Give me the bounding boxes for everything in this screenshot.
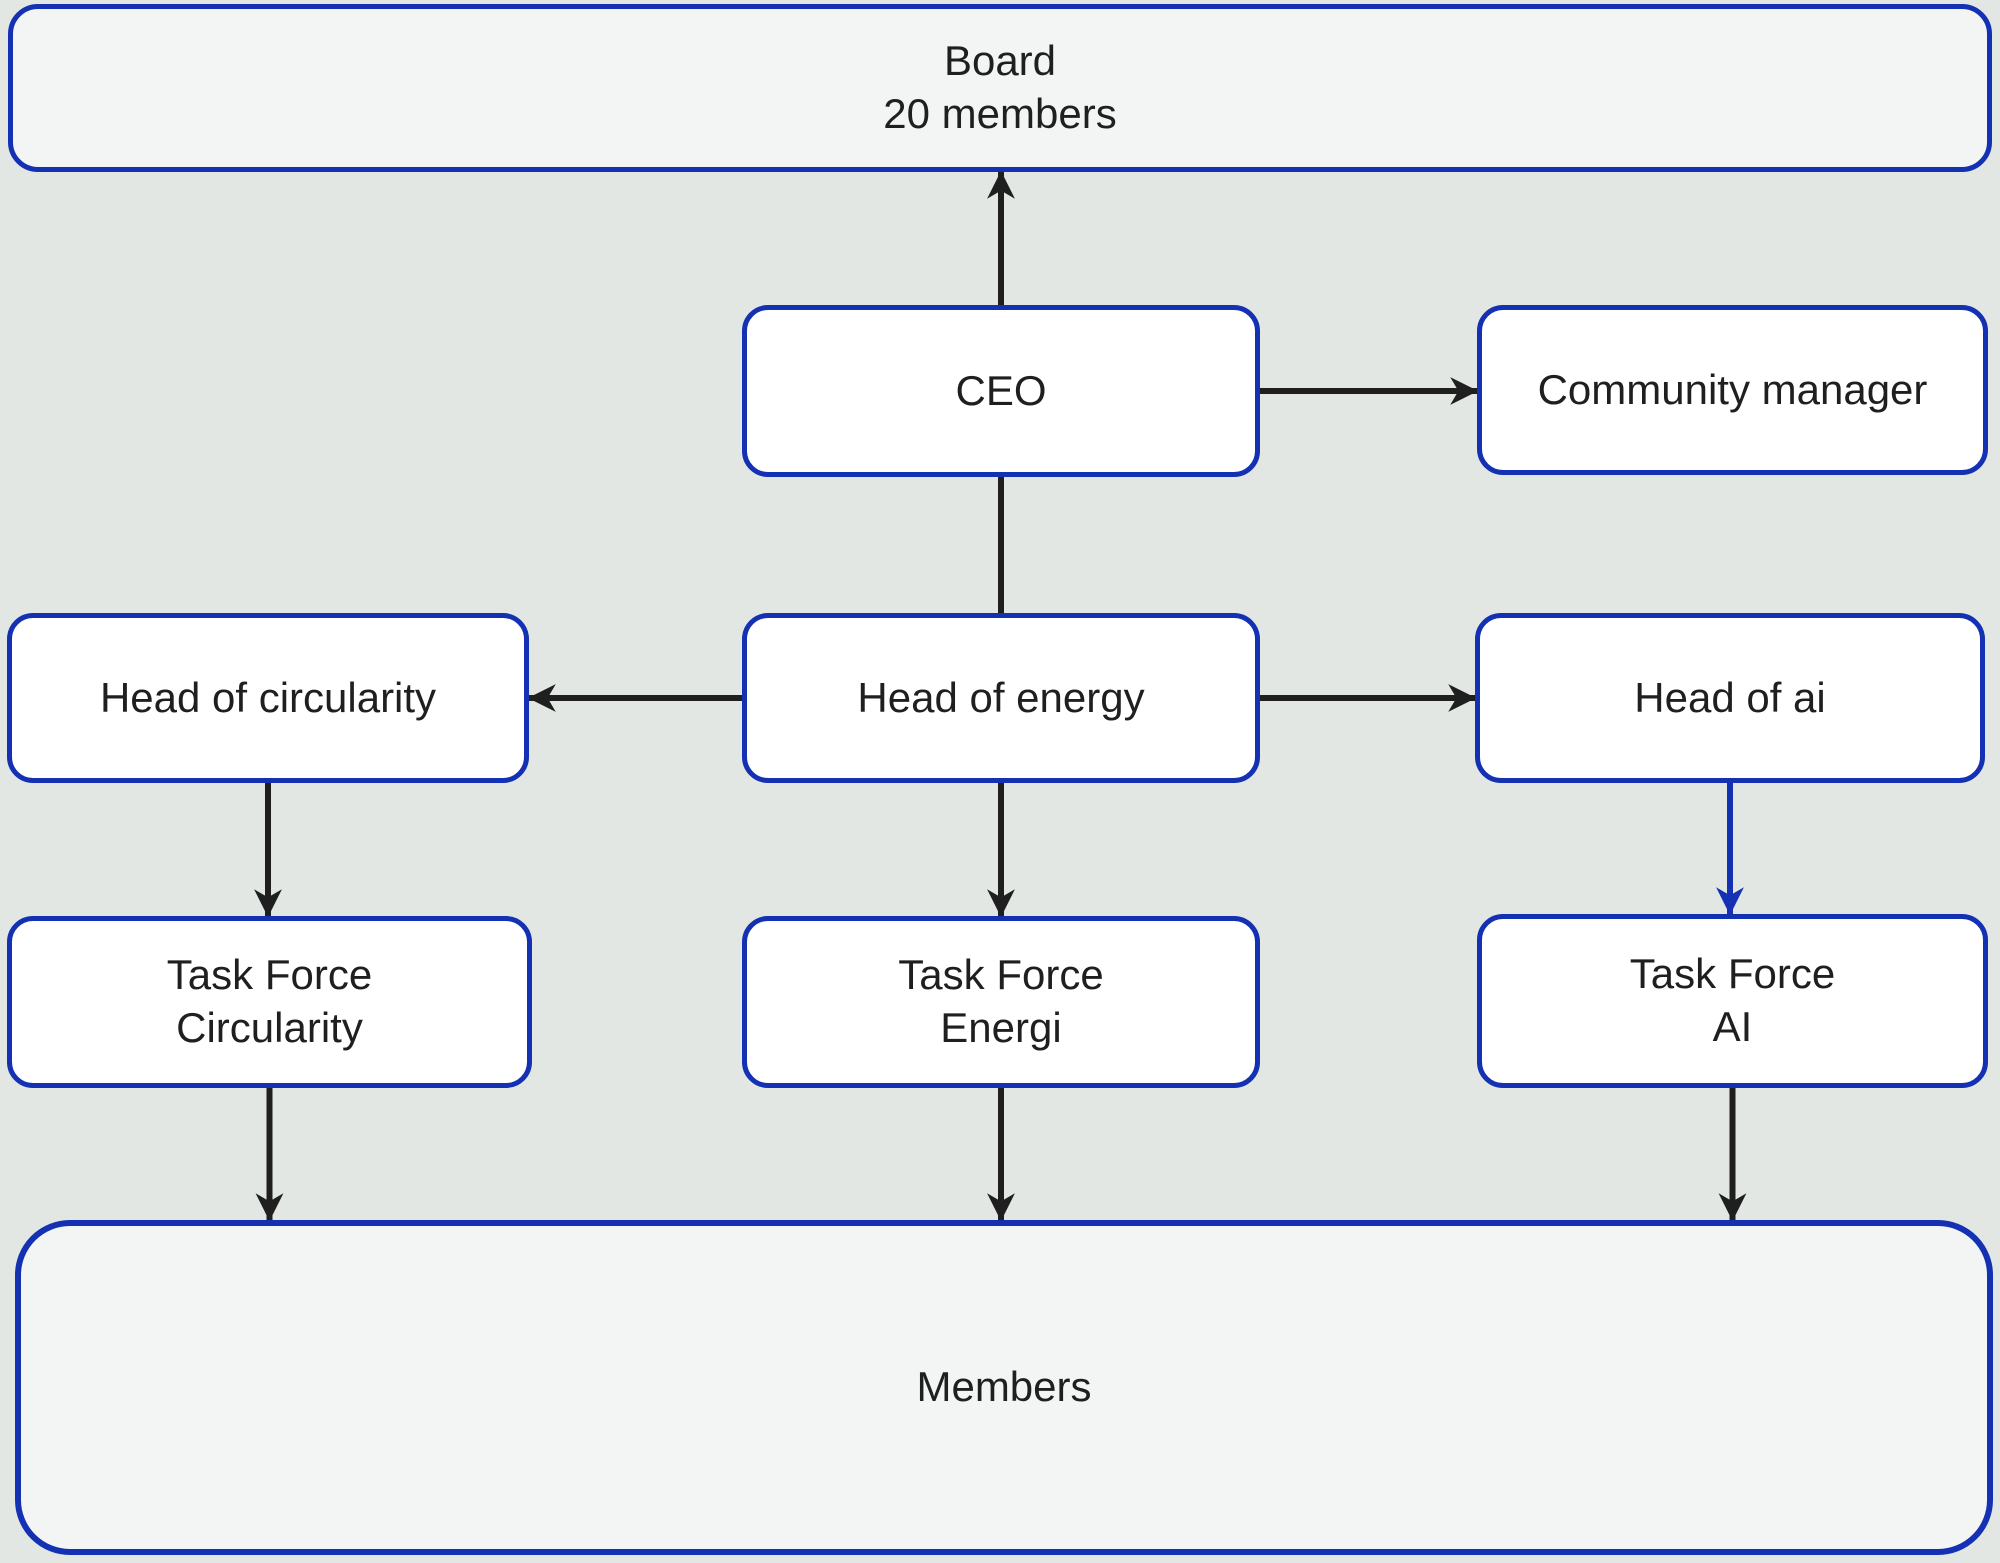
node-members-label: Members bbox=[916, 1363, 1092, 1411]
node-head-of-energy-label: Head of energy bbox=[857, 673, 1145, 721]
node-task-force-circularity-label: Task Force Circularity bbox=[166, 951, 373, 1051]
node-task-force-energi: Task Force Energi bbox=[742, 916, 1260, 1088]
node-task-force-energi-label: Task Force Energi bbox=[898, 951, 1104, 1051]
node-community-manager-label: Community manager bbox=[1537, 365, 1928, 413]
node-ceo: CEO bbox=[742, 305, 1260, 477]
node-task-force-circularity: Task Force Circularity bbox=[7, 916, 532, 1088]
node-board: Board 20 members bbox=[8, 4, 1992, 172]
node-head-of-ai: Head of ai bbox=[1475, 613, 1985, 783]
node-members: Members bbox=[15, 1220, 1993, 1555]
node-community-manager: Community manager bbox=[1477, 305, 1988, 475]
node-head-of-circularity: Head of circularity bbox=[7, 613, 529, 783]
node-task-force-ai-label: Task Force AI bbox=[1629, 950, 1836, 1050]
node-head-of-energy: Head of energy bbox=[742, 613, 1260, 783]
node-ceo-label: CEO bbox=[955, 366, 1047, 414]
node-head-of-circularity-label: Head of circularity bbox=[99, 673, 437, 721]
node-board-label: Board 20 members bbox=[883, 37, 1117, 137]
node-head-of-ai-label: Head of ai bbox=[1634, 673, 1826, 721]
node-task-force-ai: Task Force AI bbox=[1477, 914, 1988, 1088]
